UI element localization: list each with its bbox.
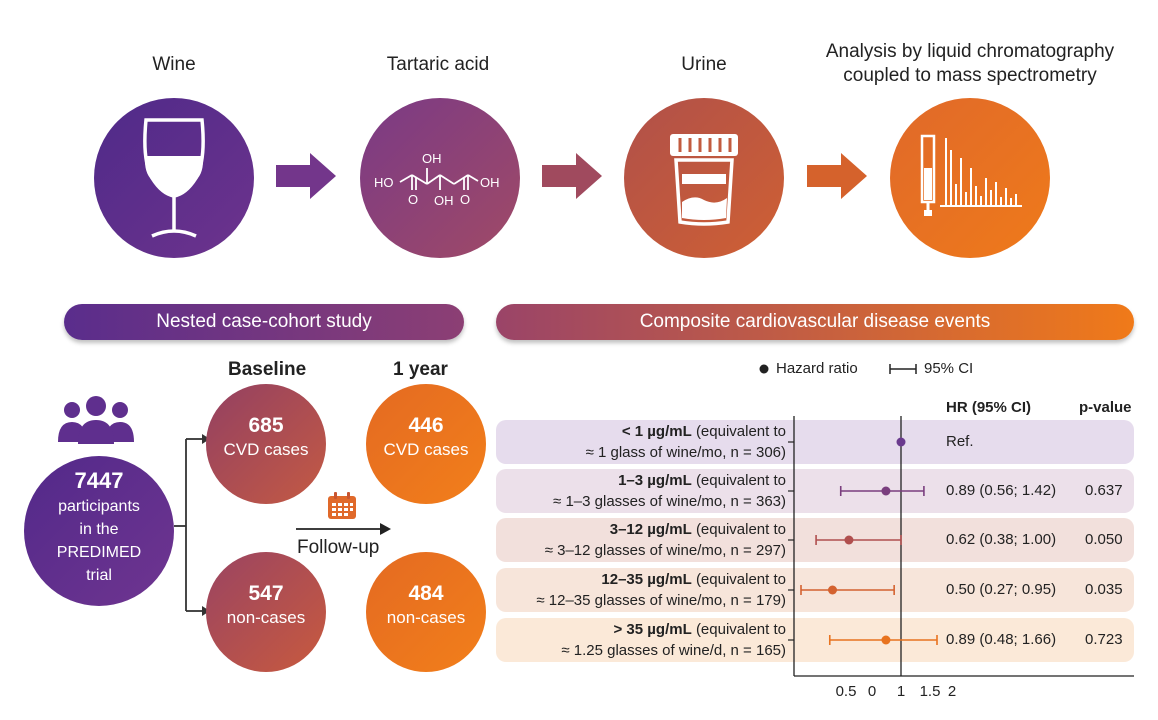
forest-row-equivalent: (equivalent to — [695, 521, 786, 538]
chem-o-left: O — [408, 192, 418, 207]
forest-row-detail: ≈ 1–3 glasses of wine/mo, n = 363) — [553, 493, 786, 510]
cohort-branch-connector — [174, 434, 210, 616]
participants-group-icon — [58, 396, 134, 444]
x-tick-label: 1 — [896, 683, 906, 700]
forest-row-detail: ≈ 3–12 glasses of wine/mo, n = 297) — [544, 542, 786, 559]
chem-ho-left: HO — [374, 175, 394, 190]
x-tick-label: 1.5 — [919, 683, 941, 700]
year-noncases-count: 484 — [408, 582, 444, 605]
participants-line3: PREDIMED — [56, 544, 142, 561]
baseline-noncases-label: non-cases — [226, 608, 306, 627]
step-label-wine: Wine — [152, 54, 196, 75]
participants-line4: trial — [86, 567, 112, 584]
forest-row-equivalent: (equivalent to — [695, 571, 786, 588]
chem-oh-bottom: OH — [434, 193, 454, 208]
forest-row-label: > 35 µg/mL (equivalent to ≈ 1.25 glasses … — [496, 619, 786, 661]
forest-row-label: < 1 µg/mL (equivalent to ≈ 1 glass of win… — [496, 421, 786, 463]
forest-row-band — [496, 420, 1134, 464]
forest-row-hr-text: 0.89 (0.56; 1.42) — [946, 482, 1057, 499]
baseline-cases-count: 685 — [248, 414, 284, 437]
forest-row-label: 1–3 µg/mL (equivalent to ≈ 1–3 glasses of… — [496, 470, 786, 512]
step-label-tartaric-acid: Tartaric acid — [386, 54, 490, 75]
hazard-ratio-legend-label: Hazard ratio — [776, 360, 858, 377]
step-label-analysis: Analysis by liquid chromatography couple… — [825, 41, 1115, 86]
baseline-heading: Baseline — [228, 359, 307, 380]
year-cases-circle: 446 CVD cases — [366, 384, 486, 504]
baseline-cases-circle: 685 CVD cases — [206, 384, 326, 504]
wine-glass-icon — [143, 118, 205, 238]
forest-row-p-value: 0.637 — [1085, 482, 1123, 499]
banner-composite-cvd-events: Composite cardiovascular disease events — [496, 304, 1134, 340]
one-year-heading: 1 year — [393, 359, 448, 380]
year-cases-label: CVD cases — [383, 440, 469, 459]
forest-row-concentration: 12–35 µg/mL — [601, 571, 692, 588]
tartaric-acid-structure-icon: OH HO OH OH O O — [374, 151, 500, 208]
forest-row-concentration: 3–12 µg/mL — [609, 521, 692, 538]
forest-row-equivalent: (equivalent to — [695, 472, 786, 489]
forest-row-band — [496, 618, 1134, 662]
chromatography-spectrum-icon — [920, 134, 1022, 216]
flow-arrow-2 — [542, 153, 602, 199]
calendar-icon — [328, 492, 356, 519]
hazard-ratio-point — [881, 635, 891, 645]
followup-label: Follow-up — [297, 537, 380, 558]
chem-oh-right: OH — [480, 175, 500, 190]
year-cases-count: 446 — [408, 414, 444, 437]
chem-oh-top: OH — [422, 151, 442, 166]
year-noncases-circle: 484 non-cases — [366, 552, 486, 672]
forest-row-concentration: < 1 µg/mL — [621, 423, 692, 440]
forest-row-label: 12–35 µg/mL (equivalent to ≈ 12–35 glasse… — [496, 569, 786, 611]
participants-count: 7447 — [74, 468, 124, 493]
ci-legend-label: 95% CI — [924, 360, 974, 377]
participants-line1: participants — [58, 498, 140, 515]
participants-circle: 7447 participants in the PREDIMED trial — [24, 456, 174, 606]
x-tick-label: 0.5 — [835, 683, 857, 700]
hr-column-header: HR (95% CI) — [946, 399, 1032, 416]
forest-row-detail: ≈ 12–35 glasses of wine/mo, n = 179) — [536, 592, 786, 609]
baseline-cases-label: CVD cases — [223, 440, 309, 459]
baseline-noncases-circle: 547 non-cases — [206, 552, 326, 672]
forest-row-detail: ≈ 1 glass of wine/mo, n = 306) — [585, 444, 786, 461]
forest-row-p-value: 0.035 — [1085, 581, 1123, 598]
urine-circle — [624, 98, 784, 258]
forest-row-p-value: 0.723 — [1085, 631, 1123, 648]
flow-arrow-3 — [807, 153, 867, 199]
forest-row-equivalent: (equivalent to — [695, 423, 786, 440]
participants-line2: in the — [79, 521, 119, 538]
urine-container-icon — [670, 134, 738, 226]
hazard-ratio-point — [828, 585, 838, 595]
step-label-urine: Urine — [681, 54, 727, 75]
forest-row-hr-text: 0.50 (0.27; 0.95) — [946, 581, 1057, 598]
hazard-ratio-point — [881, 486, 891, 496]
ci-legend-symbol — [889, 364, 917, 374]
baseline-noncases-count: 547 — [248, 582, 284, 605]
x-tick-label: 0 — [867, 683, 877, 700]
hazard-ratio-point — [844, 535, 854, 545]
forest-row-hr-text: Ref. — [946, 433, 974, 450]
x-tick-label: 2 — [947, 683, 957, 700]
forest-row-detail: ≈ 1.25 glasses of wine/d, n = 165) — [561, 642, 786, 659]
wine-circle — [94, 98, 254, 258]
chem-o-right: O — [460, 192, 470, 207]
forest-row-label: 3–12 µg/mL (equivalent to ≈ 3–12 glasses … — [496, 519, 786, 561]
banner-nested-case-cohort: Nested case-cohort study — [64, 304, 464, 340]
forest-row-concentration: 1–3 µg/mL — [618, 472, 692, 489]
followup-arrow — [296, 523, 391, 535]
hazard-ratio-point — [896, 437, 906, 447]
forest-row-band — [496, 518, 1134, 562]
year-noncases-label: non-cases — [386, 608, 466, 627]
forest-row-p-value: 0.050 — [1085, 531, 1123, 548]
forest-row-hr-text: 0.89 (0.48; 1.66) — [946, 631, 1057, 648]
hazard-ratio-legend-dot — [759, 364, 769, 374]
forest-row-hr-text: 0.62 (0.38; 1.00) — [946, 531, 1057, 548]
forest-row-equivalent: (equivalent to — [695, 621, 786, 638]
analysis-circle — [890, 98, 1050, 258]
flow-arrow-1 — [276, 153, 336, 199]
p-column-header: p-value — [1079, 399, 1132, 416]
forest-row-concentration: > 35 µg/mL — [613, 621, 692, 638]
tartaric-acid-circle: OH HO OH OH O O — [360, 98, 520, 258]
forest-row-band — [496, 469, 1134, 513]
